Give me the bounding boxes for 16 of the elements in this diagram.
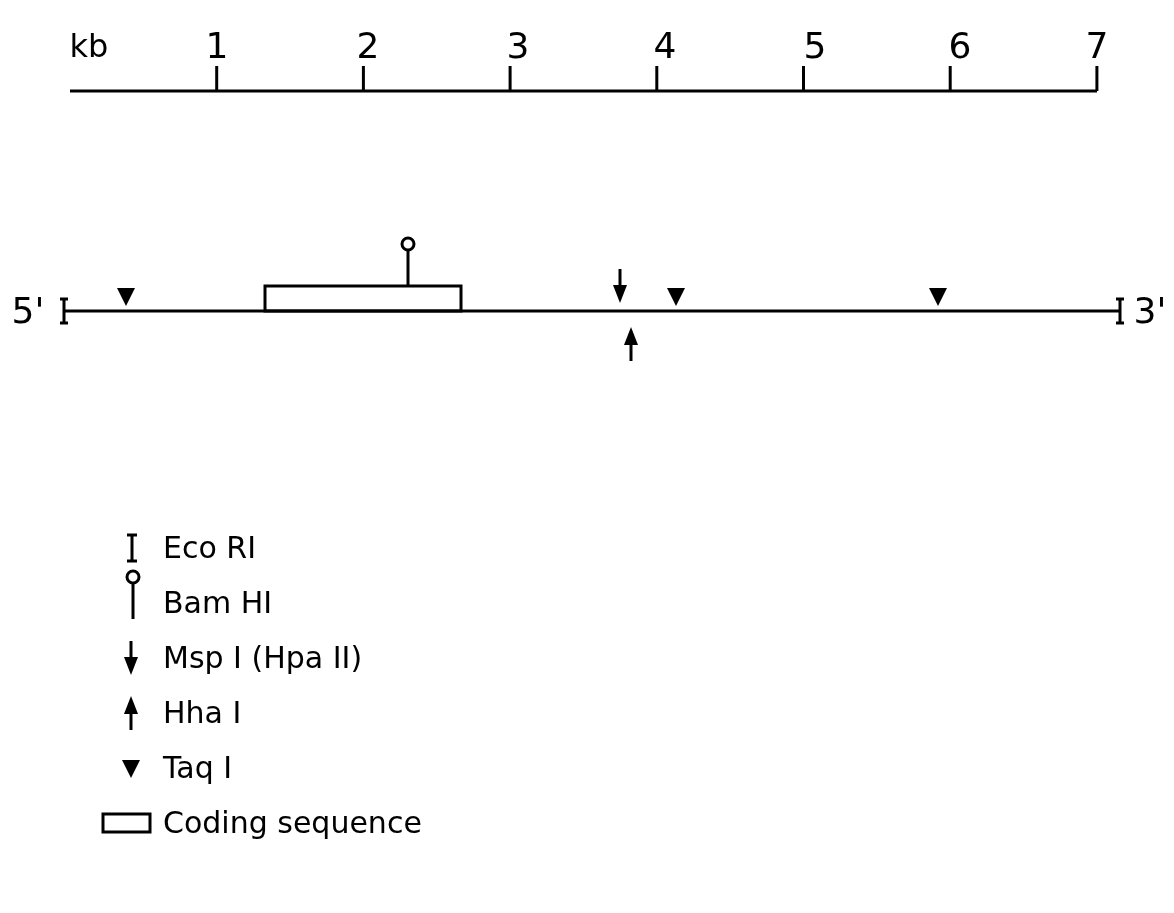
legend-label: Hha I bbox=[163, 698, 242, 728]
tick-label: 2 bbox=[356, 28, 380, 64]
legend-label: Taq I bbox=[163, 753, 233, 783]
legend-label: Msp I (Hpa II) bbox=[163, 643, 363, 673]
legend-label: Bam HI bbox=[163, 588, 273, 618]
tick-label: 5 bbox=[803, 28, 827, 64]
legend-label: Eco RI bbox=[163, 533, 257, 563]
end-label: 5' bbox=[11, 293, 45, 329]
tick-label: 4 bbox=[653, 28, 677, 64]
tick-label: 3 bbox=[506, 28, 530, 64]
end-label: 3' bbox=[1133, 293, 1167, 329]
legend-label: Coding sequence bbox=[163, 808, 422, 838]
tick-label: 7 bbox=[1085, 28, 1109, 64]
axis-unit-label: kb bbox=[69, 30, 109, 62]
tick-label: 6 bbox=[948, 28, 972, 64]
tick-label: 1 bbox=[205, 28, 229, 64]
